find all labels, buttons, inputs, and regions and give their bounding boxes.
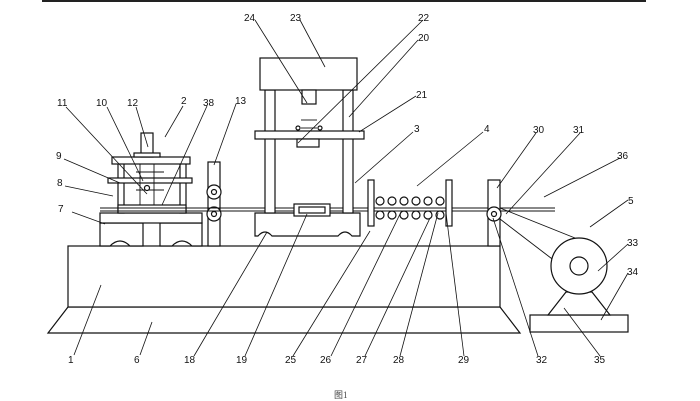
label-4: 4	[484, 124, 490, 135]
label-19: 19	[236, 355, 248, 366]
straight-roller	[411, 196, 421, 206]
label-36: 36	[617, 151, 629, 162]
part-labels: 1 2 3 4 5 6 7 8 9 10 11 12 13 18 19 20 2…	[56, 13, 639, 366]
label-5: 5	[628, 196, 634, 207]
straight-roller	[399, 210, 409, 220]
label-30: 30	[533, 125, 545, 136]
label-27: 27	[356, 355, 368, 366]
press-bolt-right	[317, 125, 323, 131]
left-foot-1	[99, 222, 144, 247]
label-10: 10	[96, 98, 108, 109]
label-1: 1	[68, 355, 74, 366]
coil-support	[546, 291, 612, 316]
label-25: 25	[285, 355, 297, 366]
straight-roller	[399, 196, 409, 206]
label-31: 31	[573, 125, 585, 136]
left-cylinder-flange	[133, 152, 161, 158]
straight-roller	[387, 210, 397, 220]
guide-roller-lower-hub	[210, 210, 218, 218]
left-cutter-plate	[117, 204, 187, 214]
label-2: 2	[181, 96, 187, 107]
roller-stand-13	[207, 161, 221, 247]
left-foot-2	[159, 222, 203, 247]
press-die-inner	[298, 206, 326, 214]
guide-roller-upper-hub	[210, 188, 218, 196]
label-20: 20	[418, 33, 430, 44]
label-18: 18	[184, 355, 196, 366]
straight-roller	[423, 210, 433, 220]
label-6: 6	[134, 355, 140, 366]
strip-to-coil-lower	[499, 218, 561, 266]
left-frame-base	[99, 212, 203, 224]
label-33: 33	[627, 238, 639, 249]
label-34: 34	[627, 267, 639, 278]
label-8: 8	[57, 178, 63, 189]
straight-roller	[423, 196, 433, 206]
straight-roller	[375, 210, 385, 220]
label-32: 32	[536, 355, 548, 366]
machine-body	[67, 245, 501, 308]
straight-roller	[387, 196, 397, 206]
label-12: 12	[127, 98, 139, 109]
straightener-rollers	[375, 196, 445, 220]
straight-roller	[411, 210, 421, 220]
press-column-right	[342, 89, 354, 214]
label-38: 38	[203, 98, 215, 109]
coil-hub	[569, 256, 589, 276]
feed-roller-hub	[490, 210, 498, 218]
straightener-plate-right	[445, 179, 453, 227]
label-29: 29	[458, 355, 470, 366]
coil-base	[529, 314, 629, 333]
strip-to-coil-upper	[499, 207, 576, 239]
label-26: 26	[320, 355, 332, 366]
figure-caption: 图1	[334, 390, 348, 400]
label-35: 35	[594, 355, 606, 366]
press-head	[296, 138, 320, 148]
left-top-beam	[111, 156, 191, 165]
label-22: 22	[418, 13, 430, 24]
label-28: 28	[393, 355, 405, 366]
label-24: 24	[244, 13, 256, 24]
left-pin	[143, 184, 151, 192]
press-bolt-left	[295, 125, 301, 131]
leader-lines	[63, 19, 629, 357]
label-13: 13	[235, 96, 247, 107]
press-top-block	[259, 57, 358, 91]
straight-roller	[375, 196, 385, 206]
label-21: 21	[416, 90, 428, 101]
label-9: 9	[56, 151, 62, 162]
press-base	[254, 212, 361, 237]
label-3: 3	[414, 124, 420, 135]
base-plate	[46, 306, 522, 334]
straightener-plate-left	[367, 179, 375, 227]
press-column-left	[264, 89, 276, 214]
straight-roller	[435, 196, 445, 206]
press-cylinder	[301, 89, 317, 105]
label-7: 7	[58, 204, 64, 215]
label-23: 23	[290, 13, 302, 24]
left-clamp-plate	[107, 177, 193, 184]
label-11: 11	[57, 98, 68, 109]
